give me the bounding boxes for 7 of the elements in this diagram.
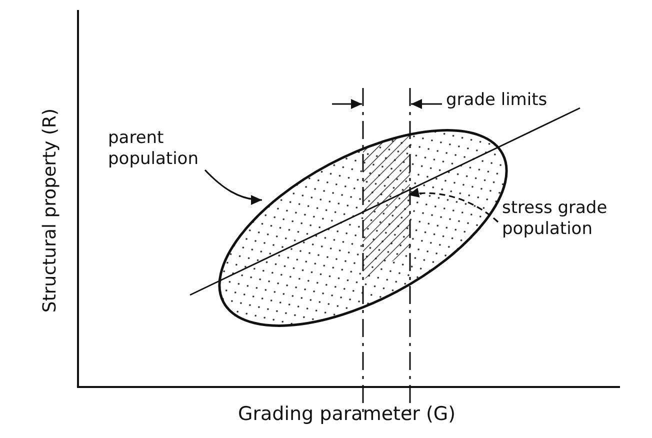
axis-title: Structural property (R) (40, 107, 60, 315)
axis-title: Grading parameter (G) (238, 404, 456, 425)
callout-text: parent population (108, 128, 238, 170)
leader-line (204, 169, 262, 204)
leader-line (408, 188, 499, 223)
annotation-label: grade limits (446, 90, 548, 111)
callout-text: stress grade population (502, 198, 652, 240)
